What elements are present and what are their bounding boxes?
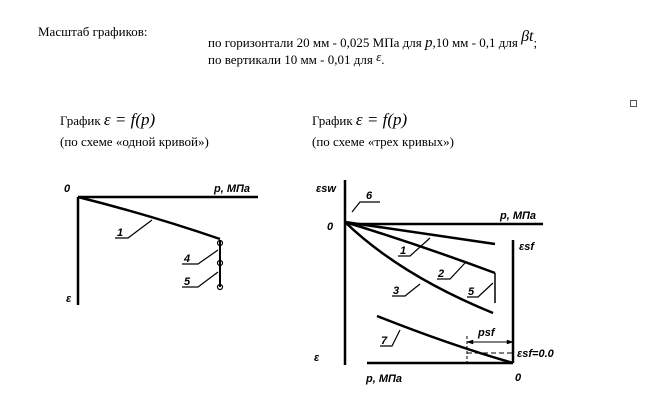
leader-7 — [380, 329, 401, 347]
leader-1 — [115, 219, 153, 239]
x-axis-top-label: p, МПа — [499, 210, 536, 222]
point — [216, 283, 224, 291]
x-axis-label: p, МПа — [213, 183, 250, 195]
curve-label: 5 — [468, 286, 475, 298]
point — [216, 239, 224, 247]
text: по вертикали 10 мм - 0,01 для — [208, 52, 377, 67]
curve-label: 7 — [381, 335, 388, 347]
text: по горизонтали 20 мм - 0,025 МПа для — [208, 35, 425, 50]
var-beta: βt — [521, 28, 534, 45]
leader-3 — [392, 283, 421, 297]
x-axis-bottom-label: p, МПа — [365, 373, 402, 385]
origin-label: 0 — [64, 183, 71, 195]
leader-2 — [437, 262, 466, 280]
text: ,10 мм - 0,1 для — [432, 35, 522, 50]
point — [216, 259, 224, 267]
text: График — [312, 113, 356, 128]
origin-top-label: 0 — [327, 221, 334, 233]
left-graph-subtitle: (по схеме «одной кривой») — [60, 134, 209, 149]
var-eps: ε — [376, 49, 382, 64]
curve-label: 4 — [183, 253, 190, 265]
curve-label: 6 — [366, 190, 373, 202]
esf-zero-label: εsf=0.0 — [517, 348, 555, 360]
small-square-marker — [630, 100, 637, 107]
y-axis-label: ε — [66, 293, 72, 305]
leader-5 — [182, 271, 219, 288]
var-p: p — [424, 35, 433, 51]
y-bottom-axis-label: ε — [314, 352, 320, 364]
left-graph: 0 p, МПа ε 1 4 5 — [64, 183, 258, 305]
curve-3 — [344, 221, 494, 315]
right-graph: εsw 0 p, МПа εsf ε p, МПа 0 psf εsf=0.0 … — [314, 180, 555, 385]
curve-7 — [376, 314, 514, 365]
curve-1 — [344, 220, 496, 246]
scale-vertical: по вертикали 10 мм - 0,01 для ε. — [208, 49, 385, 68]
leader-6 — [351, 201, 380, 213]
y-top-axis-label: εsw — [316, 183, 337, 195]
curve-1 — [77, 195, 221, 241]
curve-label: 3 — [393, 285, 399, 297]
text: ; — [533, 35, 538, 50]
curve-label: 1 — [117, 227, 123, 239]
text: . — [381, 52, 385, 67]
curve-label: 1 — [400, 245, 406, 257]
scale-horizontal: по горизонтали 20 мм - 0,025 МПа для p,1… — [208, 28, 538, 52]
y-right-axis-label: εsf — [519, 241, 535, 253]
psf-label: psf — [477, 327, 496, 339]
leader-5 — [467, 282, 494, 298]
curve-label: 2 — [437, 268, 444, 280]
formula: ε = f(p) — [103, 110, 156, 129]
scale-heading: Масштаб графиков: — [38, 24, 148, 39]
arrowheads — [466, 339, 514, 345]
right-graph-title: График ε = f(p) — [312, 110, 407, 130]
right-graph-subtitle: (по схеме «трех кривых») — [312, 134, 454, 149]
leader-1 — [398, 237, 431, 257]
text: График — [60, 113, 104, 128]
left-graph-title: График ε = f(p) — [60, 110, 155, 130]
leader-4 — [182, 249, 219, 265]
origin-bottom-label: 0 — [515, 372, 522, 384]
curve-label: 5 — [184, 276, 191, 288]
formula: ε = f(p) — [355, 110, 408, 129]
